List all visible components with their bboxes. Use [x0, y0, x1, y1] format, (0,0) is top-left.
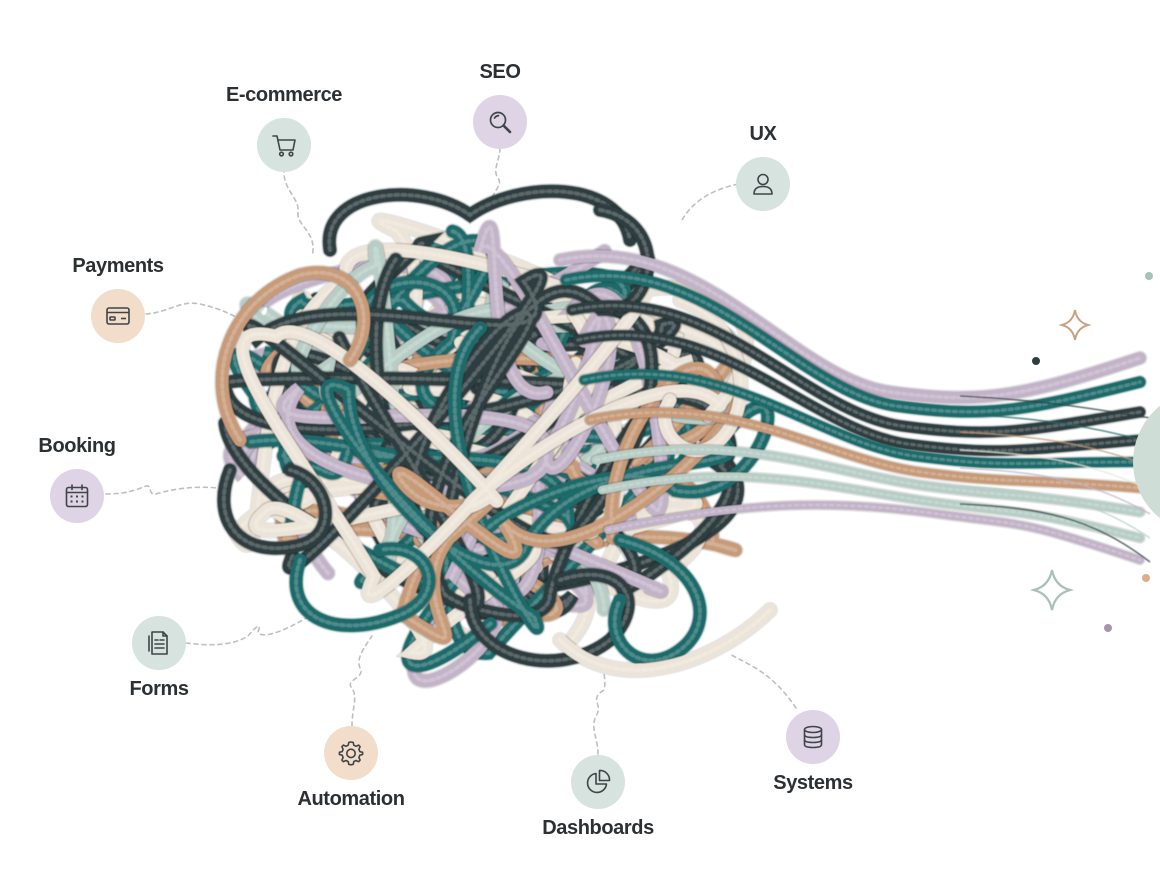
rope-texture	[570, 303, 1142, 434]
sparkle-sage-icon	[1029, 569, 1075, 611]
connector-payments	[145, 302, 239, 319]
rope-wisp	[959, 395, 1151, 419]
rope-wisp	[959, 467, 1151, 515]
node-label-automation: Automation	[297, 788, 405, 810]
rope-texture	[558, 254, 1142, 400]
node-icon-dashboards	[571, 755, 625, 809]
connector-booking	[105, 485, 219, 495]
calendar-icon	[65, 484, 89, 508]
node-label-systems: Systems	[773, 772, 853, 794]
node-label-booking: Booking	[38, 435, 116, 457]
connector-forms	[185, 617, 307, 646]
node-label-seo: SEO	[479, 61, 521, 83]
node-label-payments: Payments	[72, 255, 164, 277]
rope-wisp	[959, 413, 1151, 443]
node-label-forms: Forms	[129, 678, 189, 700]
rope-texture	[220, 270, 366, 442]
node-label-ecommerce: E-commerce	[225, 84, 343, 106]
node-icon-ecommerce	[257, 118, 311, 172]
rope-wisp	[959, 503, 1151, 563]
rope-wisp	[959, 431, 1151, 467]
rope-texture	[612, 538, 702, 663]
connector-ux	[681, 183, 739, 221]
rope-texture	[247, 272, 654, 609]
rope-texture	[582, 372, 1142, 465]
dot-dark	[1032, 357, 1040, 365]
rope-texture	[221, 468, 328, 551]
sparkle-tan-icon	[1058, 309, 1092, 341]
document-icon	[148, 631, 168, 655]
dot-tan	[1142, 574, 1150, 582]
rope-texture	[325, 325, 770, 630]
magnifier-icon	[489, 111, 512, 134]
user-icon	[753, 173, 773, 195]
dot-sage	[1145, 272, 1153, 280]
rope-texture	[294, 546, 431, 628]
rope-texture	[327, 189, 632, 252]
rope-texture	[468, 572, 631, 663]
credit-card-icon	[106, 307, 130, 325]
shopping-cart-icon	[272, 135, 296, 157]
gear-icon	[338, 741, 364, 766]
rope-wisp	[959, 449, 1151, 491]
node-icon-systems	[786, 710, 840, 764]
node-icon-automation	[324, 726, 378, 780]
rope-texture	[564, 274, 1142, 414]
connector-dashboards	[592, 671, 606, 755]
node-label-ux: UX	[749, 123, 777, 145]
connector-ecommerce	[283, 167, 314, 257]
rope-texture	[606, 503, 1142, 562]
node-icon-seo	[473, 95, 527, 149]
rope-texture	[600, 475, 1142, 540]
pie-chart-icon	[586, 769, 611, 794]
database-icon	[803, 725, 823, 749]
connector-automation	[349, 635, 373, 727]
connector-systems	[729, 653, 797, 709]
dot-lilac	[1104, 624, 1112, 632]
node-icon-ux	[736, 157, 790, 211]
node-label-dashboards: Dashboards	[542, 817, 654, 839]
rope-texture	[594, 448, 1142, 514]
node-icon-forms	[132, 616, 186, 670]
rope-texture	[558, 608, 772, 673]
sage-half-circle	[1133, 405, 1160, 519]
rope-wisp	[959, 485, 1151, 539]
node-icon-booking	[50, 469, 104, 523]
rope-texture	[588, 411, 1142, 490]
rope-texture	[576, 333, 1142, 453]
node-icon-payments	[91, 289, 145, 343]
